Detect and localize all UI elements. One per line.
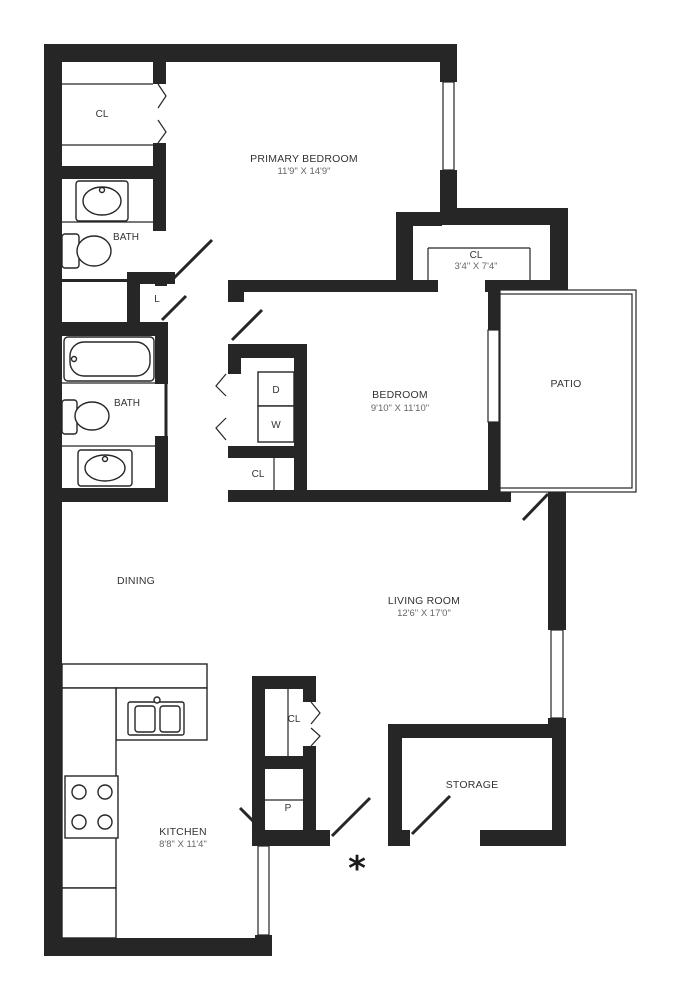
entry-door[interactable] bbox=[330, 796, 372, 838]
linen-door[interactable] bbox=[160, 294, 188, 322]
primary-bedroom-label: PRIMARY BEDROOM bbox=[250, 153, 358, 165]
washer-dryer bbox=[257, 371, 295, 443]
closet-primary bbox=[62, 83, 153, 146]
bedroom-door[interactable] bbox=[230, 308, 264, 342]
pantry-door[interactable] bbox=[238, 806, 264, 832]
primary-bedroom-size: 11'9" X 14'9" bbox=[278, 166, 331, 177]
kitchen-counters bbox=[61, 663, 208, 939]
closet-walkin-label: CL bbox=[470, 250, 483, 261]
bedroom-walls bbox=[228, 290, 511, 502]
dryer-label: D bbox=[272, 385, 279, 396]
patio-label: PATIO bbox=[551, 378, 582, 390]
kitchen-size: 8'8" X 11'4" bbox=[159, 839, 207, 850]
bath-lower-label: BATH bbox=[114, 398, 140, 409]
kitchen-label: KITCHEN bbox=[159, 826, 207, 838]
patio-door[interactable] bbox=[521, 492, 550, 522]
linen-label: L bbox=[154, 294, 160, 305]
storage-walls bbox=[388, 724, 566, 846]
closet-walkin-size: 3'4" X 7'4" bbox=[454, 261, 497, 272]
living-room-label: LIVING ROOM bbox=[388, 595, 460, 607]
primary-suite-walls bbox=[62, 62, 438, 502]
closet-hall-label: CL bbox=[288, 714, 301, 725]
hall-closet-doors[interactable] bbox=[310, 701, 321, 747]
lower-bath-fixtures bbox=[61, 336, 155, 487]
walkin-closet bbox=[427, 247, 531, 280]
storage-label: STORAGE bbox=[446, 779, 499, 791]
upper-bath-fixtures bbox=[61, 180, 153, 281]
bath-upper-label: BATH bbox=[113, 232, 139, 243]
closet-primary-doors[interactable] bbox=[157, 83, 167, 144]
primary-bath-door[interactable] bbox=[170, 238, 214, 282]
bedroom-label: BEDROOM bbox=[372, 389, 428, 401]
windows bbox=[257, 81, 564, 936]
closet-laundry-label: CL bbox=[252, 469, 265, 480]
laundry-doors[interactable] bbox=[215, 373, 227, 441]
closet-primary-label: CL bbox=[96, 109, 109, 120]
storage-door[interactable] bbox=[410, 794, 452, 836]
living-room-size: 12'6" X 17'0" bbox=[397, 608, 451, 619]
patio-outline bbox=[499, 289, 637, 493]
pantry-label: P bbox=[285, 803, 292, 814]
entry-marker: * bbox=[348, 849, 366, 889]
dining-label: DINING bbox=[117, 575, 155, 587]
hall-closet-walls bbox=[252, 676, 330, 846]
washer-label: W bbox=[271, 420, 281, 431]
bedroom-size: 9'10" X 11'10" bbox=[371, 403, 429, 414]
